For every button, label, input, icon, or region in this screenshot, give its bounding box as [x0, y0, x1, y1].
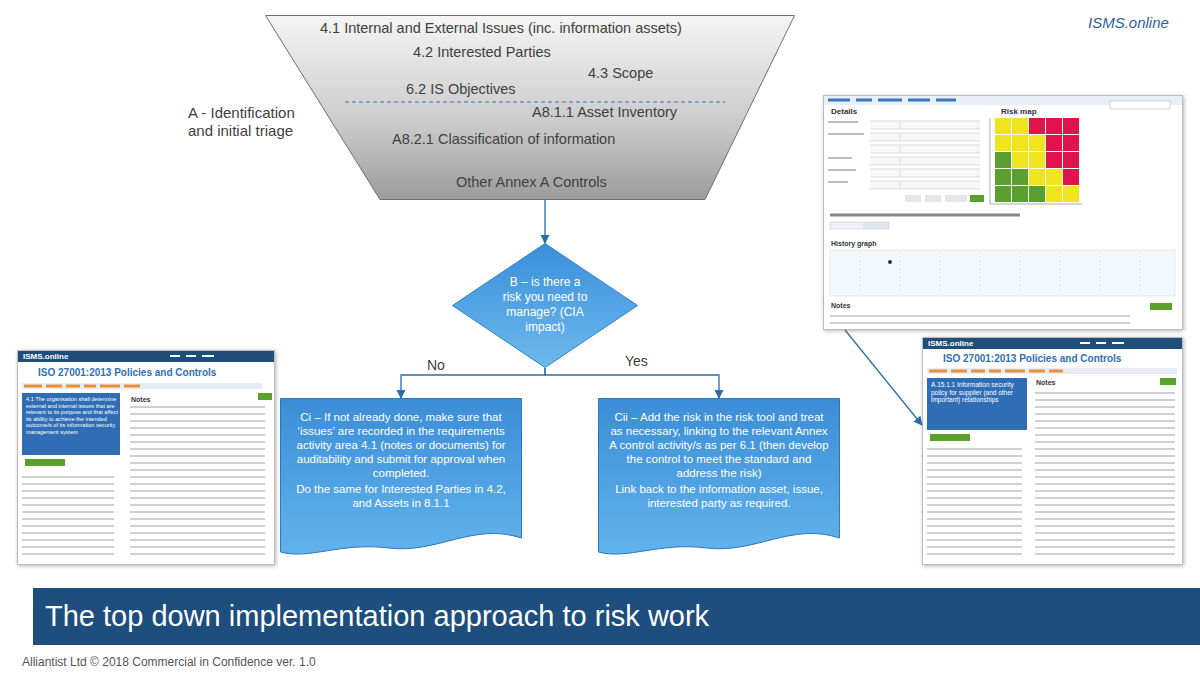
screenshot-text: History graph — [831, 239, 921, 248]
risk-tool-screenshot: Details Risk mapHistory graphNotes — [823, 95, 1183, 330]
screenshot-header-bar — [17, 350, 275, 362]
action-box: Cii – Add the risk in the risk tool and … — [598, 398, 840, 558]
action-box: Ci – If not already done, make sure that… — [280, 398, 522, 558]
text-column: Cii – Add the risk in the risk tool and … — [608, 410, 830, 510]
history-graph-grid — [860, 252, 1140, 294]
branch-label: No — [427, 357, 445, 373]
stage-label: A - Identification and initial triage — [188, 104, 318, 140]
field-label-lines — [828, 122, 864, 182]
decision-diamond: B – is there a risk you need to manage? … — [452, 243, 638, 368]
action-text: Cii – Add the risk in the risk tool and … — [608, 410, 830, 480]
screenshot-background — [823, 95, 1183, 330]
document-outline — [599, 399, 840, 555]
submit-button — [25, 459, 65, 466]
screenshot-text: Risk map — [1001, 107, 1081, 117]
flow-connector — [544, 200, 545, 243]
funnel-item: 6.2 IS Objectives — [406, 81, 586, 98]
submit-button — [930, 434, 970, 441]
action-text: Ci – If not already done, make sure that… — [290, 410, 512, 480]
screenshot-text: ISMS.online — [928, 339, 998, 349]
requirements-screenshot: ISMS.onlineISO 27001:2013 Policies and C… — [17, 350, 275, 565]
notes-lines — [830, 312, 1130, 327]
screenshot-background — [922, 337, 1183, 565]
title-band: The top down implementation approach to … — [33, 588, 1200, 645]
funnel-shape: 4.1 Internal and External Issues (inc. i… — [265, 15, 795, 200]
screenshot-tab-bar — [927, 368, 1177, 374]
notes-lines — [130, 405, 265, 560]
screenshot-tab-bar — [22, 383, 262, 389]
risk-map-medium — [995, 118, 1079, 202]
screenshot-tabs — [929, 370, 1063, 373]
screenshot-tabs — [828, 99, 956, 102]
screenshot-text: A.15.1.1 Information security policy for… — [931, 381, 1023, 404]
add-button — [258, 393, 272, 400]
screenshot-tab — [865, 222, 889, 229]
screenshot-header-bar — [922, 337, 1183, 349]
screenshot-text: ISO 27001:2013 Policies and Controls — [943, 353, 1168, 365]
risk-map-axes — [990, 118, 1082, 204]
funnel-item: 4.1 Internal and External Issues (inc. i… — [320, 20, 760, 37]
add-button — [1160, 378, 1176, 385]
screenshot-tabs — [24, 385, 140, 388]
screenshot-text: 4.1 The organisation shall determine ext… — [26, 396, 118, 436]
screenshot-text: Notes — [831, 301, 881, 310]
action-text: Do the same for Interested Parties in 4.… — [290, 482, 512, 510]
notes-lines — [1035, 390, 1175, 560]
diagram-title: The top down implementation approach to … — [45, 588, 1185, 645]
form-fields — [870, 118, 980, 190]
diamond-outline — [453, 244, 638, 368]
funnel-item: A8.2.1 Classification of information — [392, 131, 692, 148]
history-graph-area — [830, 250, 1175, 296]
screenshot-background — [17, 350, 275, 565]
add-button — [1150, 303, 1172, 310]
structure-lines — [22, 472, 114, 560]
flow-connector — [401, 368, 545, 398]
branch-label: Yes — [625, 353, 648, 369]
risk-map-low — [995, 152, 1045, 202]
screenshot-tab — [830, 222, 864, 229]
footer-note: Alliantist Ltd © 2018 Commercial in Conf… — [22, 655, 442, 669]
funnel-item: 4.3 Scope — [588, 65, 708, 82]
form-button — [905, 195, 921, 202]
document-outline — [281, 399, 522, 555]
structure-lines — [927, 448, 1022, 558]
screenshot-nav — [1080, 342, 1124, 344]
funnel-item: Other Annex A Controls — [456, 174, 656, 191]
control-screenshot: ISMS.onlineISO 27001:2013 Policies and C… — [922, 337, 1183, 565]
screenshot-text: Notes — [1036, 378, 1086, 387]
requirement-panel — [22, 393, 120, 455]
decision-text: B – is there a risk you need to manage? … — [501, 275, 589, 335]
funnel-item: A8.1.1 Asset Inventory — [532, 104, 732, 121]
funnel-item: 4.2 Interested Parties — [413, 44, 613, 61]
flow-connector — [845, 330, 922, 425]
form-button — [925, 195, 941, 202]
screenshot-text: ISO 27001:2013 Policies and Controls — [38, 367, 263, 379]
save-button — [970, 195, 984, 202]
screenshot-text: Details — [831, 107, 911, 117]
screenshot-text: ISMS.online — [23, 352, 93, 362]
form-button — [945, 195, 967, 202]
history-graph-point — [888, 260, 892, 264]
flow-connector — [545, 368, 719, 398]
dashed-divider — [345, 101, 725, 102]
action-text: Link back to the information asset, issu… — [608, 482, 830, 510]
screenshot-text: Notes — [131, 395, 181, 404]
screenshot-dropdown — [1110, 101, 1170, 109]
requirement-panel — [927, 378, 1027, 430]
funnel-outline — [265, 15, 795, 200]
screenshot-nav — [170, 355, 214, 357]
funnel-outline — [266, 16, 795, 200]
text-column: Ci – If not already done, make sure that… — [290, 410, 512, 510]
risk-title-line — [830, 214, 1020, 217]
brand-logo: ISMS.online — [1088, 14, 1198, 32]
